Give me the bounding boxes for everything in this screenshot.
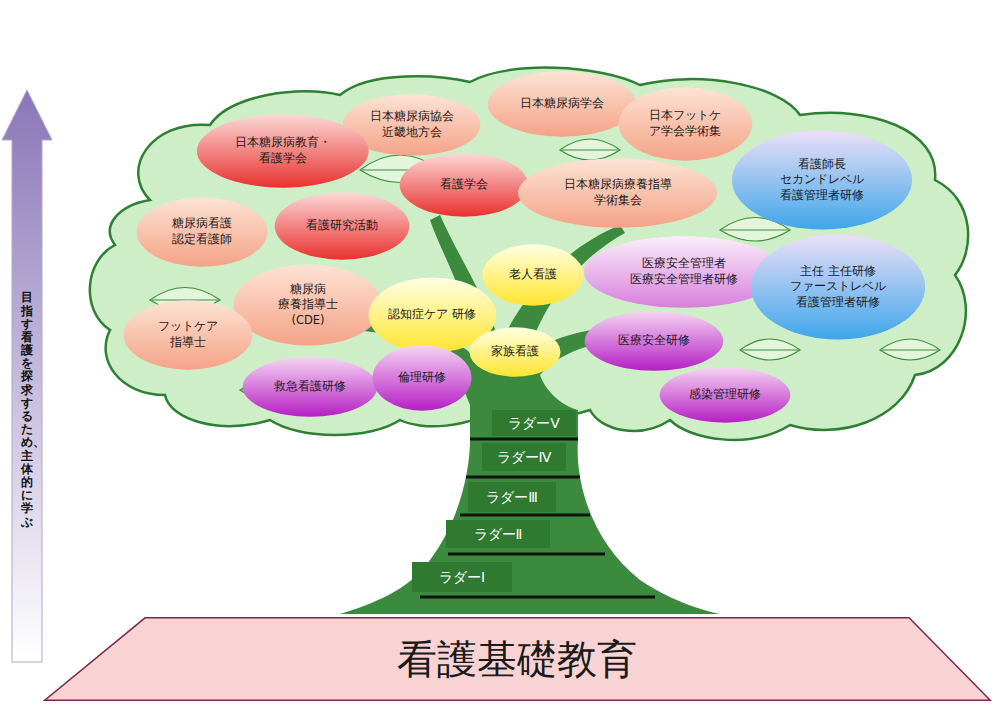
node-label: 倫理研修: [398, 370, 446, 386]
ladder-box: ラダーⅣ: [482, 443, 566, 471]
topic-ellipse: フットケア 指導士: [123, 300, 253, 370]
node-label: 目指す看護を探求するため、主体的に学ぶ: [21, 291, 33, 528]
node-label: 看護師長 セカンドレベル 看護管理者研修: [762, 157, 882, 204]
node-label: フットケア 指導士: [146, 319, 231, 350]
node-outline: [44, 618, 989, 700]
node-outline: [732, 131, 912, 230]
ladder-box: ラダーⅠ: [412, 562, 512, 592]
topic-ellipse: 老人看護: [482, 244, 584, 306]
topic-ellipse: 看護研究活動: [274, 192, 410, 260]
node-label: 感染管理研修: [689, 387, 761, 403]
arrow-caption: 目指す看護を探求するため、主体的に学ぶ: [15, 240, 39, 580]
node-outline: [660, 367, 791, 422]
topic-ellipse: 日本糖尿病学会: [487, 71, 637, 137]
ladder-rung: [420, 439, 655, 597]
learning-arrow: [2, 90, 52, 662]
node-outline: [446, 520, 550, 548]
node-label: ラダーⅣ: [497, 448, 552, 467]
node-outline: [488, 71, 637, 136]
node-label: 看護研究活動: [306, 218, 378, 234]
node-outline: [124, 300, 253, 369]
node-label: 日本糖尿病協会 近畿地方会: [364, 109, 459, 140]
topic-ellipse: 日本フットケア学会学術集: [618, 87, 753, 161]
node-label: 日本糖尿病教育・ 看護学会: [223, 135, 343, 166]
node-outline: [751, 235, 925, 340]
node-label: 医療安全研修: [618, 333, 690, 349]
node-outline: [197, 114, 369, 187]
topic-ellipse: 日本糖尿病療養指導 学術集会: [517, 158, 718, 228]
node-outline: [618, 87, 752, 160]
node-outline: [468, 482, 556, 512]
node-outline: [482, 443, 566, 471]
node-outline: [518, 158, 717, 227]
topic-ellipse: 救急看護研修: [242, 357, 378, 417]
node-outline: [373, 345, 472, 410]
node-label: ラダーⅡ: [474, 525, 523, 544]
node-label: ラダーⅤ: [508, 414, 560, 433]
node-label: 救急看護研修: [274, 379, 346, 395]
ladder-box: ラダーⅤ: [492, 410, 576, 436]
node-label: 糖尿病看護 認定看護師: [157, 216, 247, 247]
topic-ellipse: 感染管理研修: [659, 367, 791, 423]
topic-ellipse: 日本糖尿病教育・ 看護学会: [196, 114, 370, 188]
foundation-band: 看護基礎教育: [40, 617, 995, 701]
node-label: 看護学会: [440, 177, 488, 193]
node-outline: [234, 264, 383, 345]
node-label: ラダーⅢ: [486, 488, 538, 507]
node-outline: [275, 192, 410, 259]
node-label: 糖尿病 療養指導士 (CDE): [263, 282, 353, 329]
node-label: 日本フットケア学会学術集: [644, 108, 726, 139]
node-outline: [412, 562, 512, 592]
node-outline: [585, 311, 724, 370]
node-label: 看護基礎教育: [397, 632, 637, 686]
ladder-box: ラダーⅢ: [468, 482, 556, 512]
node-outline: [243, 357, 378, 416]
node-outline: [137, 197, 268, 266]
node-outline: [469, 327, 560, 377]
node-label: 認知症ケア 研修: [388, 307, 476, 323]
node-outline: [400, 153, 529, 216]
ladder-box: ラダーⅡ: [446, 520, 550, 548]
topic-ellipse: 主任 主任研修 ファーストレベル 看護管理者研修: [750, 234, 926, 340]
topic-ellipse: 家族看護: [469, 327, 561, 377]
node-label: ラダーⅠ: [439, 568, 485, 587]
topic-ellipse: 糖尿病看護 認定看護師: [136, 197, 268, 267]
node-label: 家族看護: [491, 344, 539, 360]
node-label: 老人看護: [509, 267, 557, 283]
node-outline: [492, 410, 576, 436]
node-label: 日本糖尿病学会: [520, 96, 604, 112]
node-label: 医療安全管理者 医療安全管理者研修: [614, 256, 754, 287]
node-label: 日本糖尿病療養指導 学術集会: [548, 177, 688, 208]
node-label: 主任 主任研修 ファーストレベル 看護管理者研修: [783, 264, 893, 311]
node-outline: [483, 244, 584, 305]
topic-ellipse: 倫理研修: [372, 345, 472, 411]
topic-ellipse: 糖尿病 療養指導士 (CDE): [233, 264, 383, 346]
topic-ellipse: 看護師長 セカンドレベル 看護管理者研修: [731, 130, 913, 230]
topic-ellipse: 看護学会: [399, 153, 529, 217]
topic-ellipse: 医療安全研修: [584, 311, 724, 371]
